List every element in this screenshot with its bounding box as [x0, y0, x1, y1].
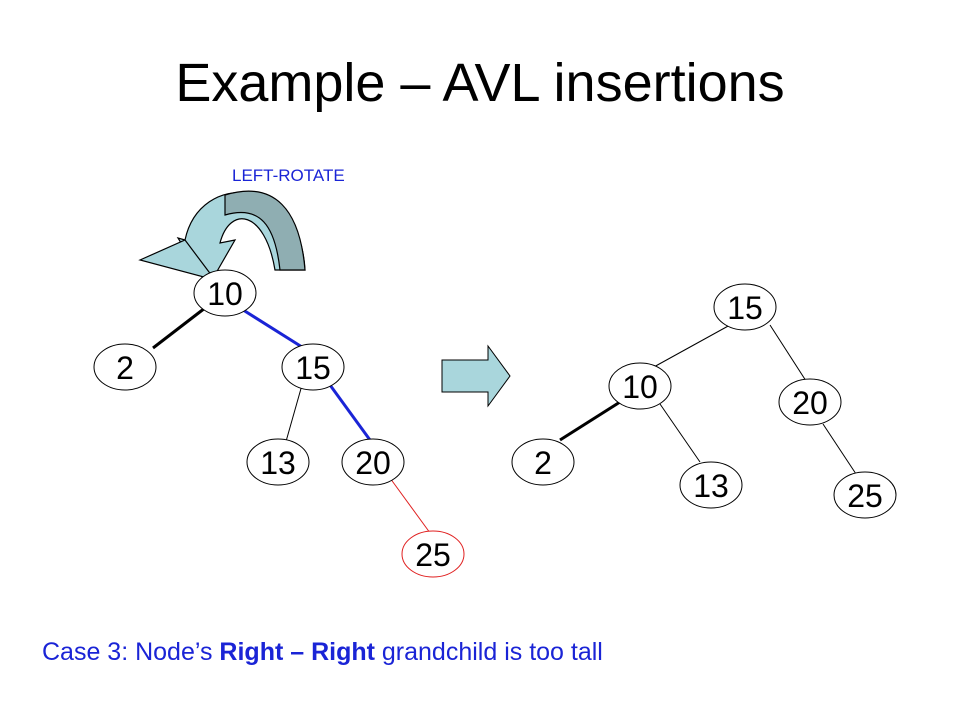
svg-text:25: 25 — [847, 478, 883, 514]
svg-text:15: 15 — [295, 350, 331, 386]
svg-text:2: 2 — [116, 350, 134, 386]
tree-node: 13 — [246, 438, 310, 486]
edge-10-15 — [239, 306, 303, 349]
edge-10-2 — [152, 306, 206, 350]
tree-node: 20 — [778, 378, 842, 426]
edge-20-25 — [389, 477, 434, 538]
caption-bold: Right – Right — [219, 638, 375, 666]
svg-text:10: 10 — [207, 276, 243, 312]
caption-suffix: grandchild is too tall — [374, 638, 603, 666]
edge-10-13 — [659, 403, 701, 463]
edge-10-2 — [559, 400, 621, 442]
tree-node-inserted: 25 — [401, 530, 465, 578]
tree-node: 10 — [608, 362, 672, 410]
svg-text:13: 13 — [693, 468, 729, 504]
tree-node: 25 — [833, 471, 897, 519]
edge-15-20 — [769, 324, 809, 385]
svg-text:10: 10 — [622, 369, 658, 405]
svg-text:15: 15 — [727, 290, 763, 326]
tree-node: 10 — [193, 269, 257, 317]
edge-15-13 — [284, 384, 303, 446]
edge-20-25 — [822, 423, 861, 481]
svg-text:2: 2 — [534, 445, 552, 481]
svg-text:13: 13 — [260, 445, 296, 481]
case-caption: Case 3: Node’s Right – Right grandchild … — [42, 638, 603, 667]
tree-node: 2 — [93, 343, 157, 391]
tree-node: 20 — [341, 438, 405, 486]
tree-node: 13 — [679, 461, 743, 509]
slide-title: Example – AVL insertions — [175, 53, 785, 113]
rotation-label: LEFT-ROTATE — [232, 166, 345, 185]
tree-node: 15 — [713, 283, 777, 331]
left-rotate-arrow-icon — [138, 190, 306, 289]
svg-text:25: 25 — [415, 537, 451, 573]
caption-prefix: Case 3: Node’s — [42, 638, 220, 666]
svg-text:20: 20 — [355, 445, 391, 481]
edge-15-10 — [651, 324, 731, 369]
svg-text:20: 20 — [792, 385, 828, 421]
tree-node: 15 — [281, 343, 345, 391]
edge-15-20 — [328, 384, 372, 441]
tree-node: 2 — [511, 438, 575, 486]
right-arrow-icon — [441, 344, 511, 408]
